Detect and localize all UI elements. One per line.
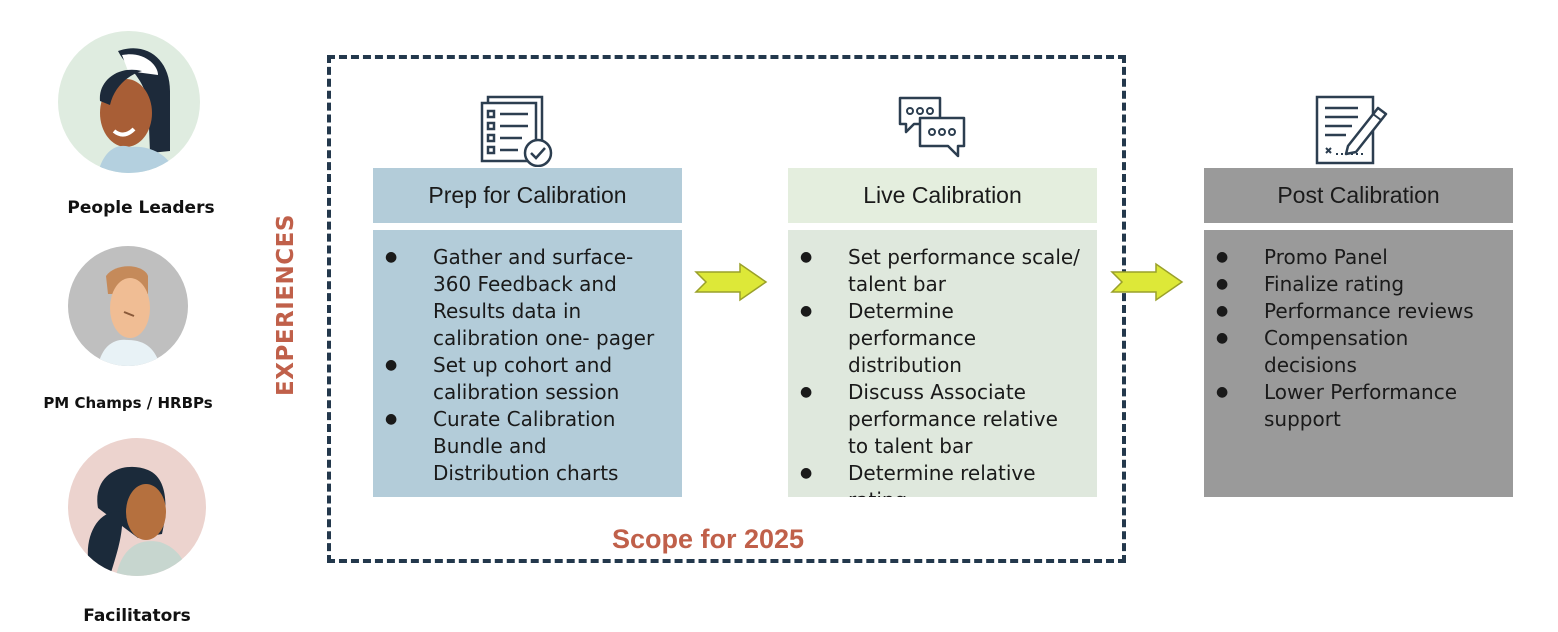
persona-label-pm-champs: PM Champs / HRBPs (43, 394, 213, 412)
list-item: Determine relative rating (800, 460, 1083, 497)
stage-body-post: Promo Panel Finalize rating Performance … (1204, 230, 1513, 497)
stage-body-live: Set performance scale/ talent bar Determ… (788, 230, 1097, 497)
arrow-right-icon (1110, 262, 1184, 302)
arrow-right-icon (694, 262, 768, 302)
chat-bubbles-icon (898, 96, 966, 158)
avatar-people-leader (58, 31, 200, 173)
persona-label-people-leaders: People Leaders (67, 198, 215, 218)
stage-body-prep: Gather and surface- 360 Feedback and Res… (373, 230, 682, 497)
persona-label-facilitators: Facilitators (83, 606, 191, 626)
list-item: Finalize rating (1216, 271, 1499, 298)
list-item: Compensation decisions (1216, 325, 1499, 379)
avatar-facilitator (68, 438, 206, 576)
list-item: Discuss Associate performance relative t… (800, 379, 1083, 460)
signing-document-icon (1315, 95, 1388, 165)
experiences-label: EXPERIENCES (273, 214, 299, 396)
scope-label: Scope for 2025 (611, 524, 805, 554)
list-item: Set up cohort and calibration session (385, 352, 668, 406)
stage-title-post: Post Calibration (1204, 168, 1513, 223)
list-item: Performance reviews (1216, 298, 1499, 325)
list-item: Promo Panel (1216, 244, 1499, 271)
list-item: Gather and surface- 360 Feedback and Res… (385, 244, 668, 352)
list-item: Determine performance distribution (800, 298, 1083, 379)
list-item: Set performance scale/ talent bar (800, 244, 1083, 298)
checklist-document-icon (480, 95, 553, 167)
scope-frame (327, 55, 1126, 563)
stage-title-prep: Prep for Calibration (373, 168, 682, 223)
list-item: Lower Performance support (1216, 379, 1499, 433)
list-item: Curate Calibration Bundle and Distributi… (385, 406, 668, 487)
avatar-pm-champ (68, 246, 188, 366)
stage-title-live: Live Calibration (788, 168, 1097, 223)
